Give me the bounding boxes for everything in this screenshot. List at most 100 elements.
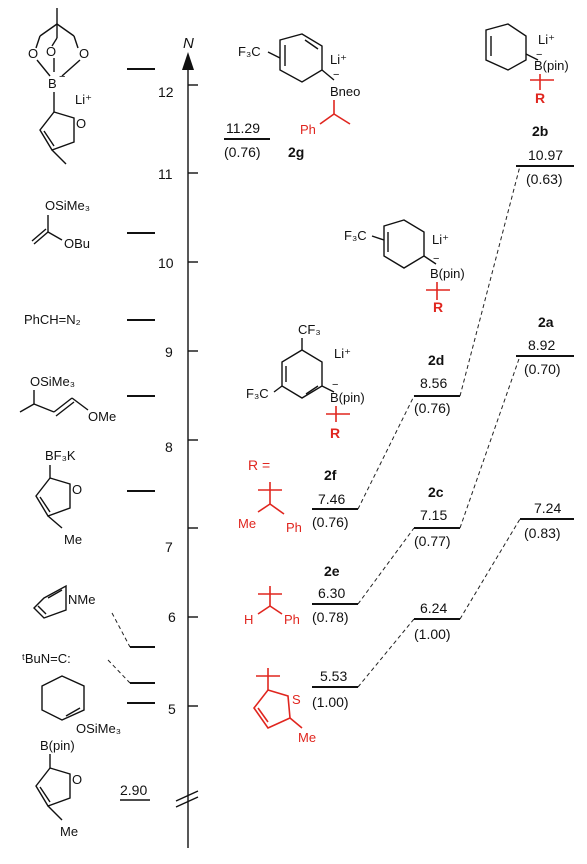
compound-cf3-aryl-borate-structure: F₃C Li⁺ − B(pin) R bbox=[344, 219, 465, 315]
axis-arrowhead bbox=[182, 52, 194, 70]
svg-text:OSiMe₃: OSiMe₃ bbox=[30, 374, 75, 389]
svg-text:−: − bbox=[59, 71, 65, 83]
svg-text:5.53: 5.53 bbox=[320, 668, 347, 684]
svg-text:OSiMe₃: OSiMe₃ bbox=[76, 721, 121, 736]
svg-text:−: − bbox=[536, 49, 542, 61]
svg-text:B(pin): B(pin) bbox=[40, 738, 75, 753]
svg-text:2c: 2c bbox=[428, 484, 444, 500]
svg-text:(0.77): (0.77) bbox=[414, 533, 451, 549]
svg-text:2a: 2a bbox=[538, 314, 554, 330]
svg-text:OSiMe₃: OSiMe₃ bbox=[45, 198, 90, 213]
svg-text:CF₃: CF₃ bbox=[298, 322, 321, 337]
reference-nucleophiles: O O O B − Li⁺ O OSiMe₃ OBu PhCH=N₂ bbox=[19, 8, 155, 839]
svg-text:Me: Me bbox=[298, 730, 316, 745]
svg-text:(0.63): (0.63) bbox=[526, 171, 563, 187]
svg-text:Me: Me bbox=[60, 824, 78, 839]
svg-text:O: O bbox=[46, 44, 56, 59]
connector-pyrrole bbox=[111, 612, 131, 648]
silyl-ketene-acetal-structure: OSiMe₃ OBu bbox=[31, 198, 90, 251]
svg-text:6.30: 6.30 bbox=[318, 585, 345, 601]
level-2b: 2b 10.97 (0.63) bbox=[516, 123, 574, 187]
tick-label-12: 12 bbox=[158, 84, 174, 100]
furyl-borate-structure: O O O B − Li⁺ O bbox=[28, 8, 92, 165]
svg-text:11.29: 11.29 bbox=[226, 120, 260, 136]
svg-text:F₃C: F₃C bbox=[238, 44, 261, 59]
svg-text:10.97: 10.97 bbox=[528, 147, 563, 163]
svg-text:(1.00): (1.00) bbox=[312, 694, 349, 710]
svg-text:OBu: OBu bbox=[64, 236, 90, 251]
svg-text:O: O bbox=[72, 772, 82, 787]
level-unlabeled-7-24: 7.24 (0.83) bbox=[520, 500, 574, 541]
svg-text:Ph: Ph bbox=[284, 612, 300, 627]
connector-isocyanide bbox=[107, 659, 131, 684]
axis-break bbox=[175, 790, 199, 808]
axis-ticks bbox=[188, 84, 198, 707]
level-unlabeled-6-24: 6.24 (1.00) bbox=[414, 600, 460, 642]
svg-text:(0.76): (0.76) bbox=[312, 514, 349, 530]
cyclohexenyl-silyl-ether-structure: OSiMe₃ bbox=[41, 675, 121, 736]
svg-text:R: R bbox=[535, 90, 545, 106]
svg-text:Li⁺: Li⁺ bbox=[538, 32, 555, 47]
level-2g: 11.29 (0.76) bbox=[224, 120, 270, 160]
svg-text:B: B bbox=[48, 76, 57, 91]
svg-text:Bneo: Bneo bbox=[330, 84, 360, 99]
svg-text:R: R bbox=[433, 299, 443, 315]
svg-text:Li⁺: Li⁺ bbox=[330, 52, 347, 67]
svg-text:BF₃K: BF₃K bbox=[45, 448, 76, 463]
level-2c: 2c 7.15 (0.77) bbox=[414, 484, 460, 549]
svg-text:Me: Me bbox=[238, 516, 256, 531]
svg-text:2d: 2d bbox=[428, 352, 444, 368]
label-2g: 2g bbox=[288, 144, 304, 160]
correlation-lines bbox=[357, 165, 521, 688]
tick-label-6: 6 bbox=[168, 609, 176, 625]
svg-text:B(pin): B(pin) bbox=[534, 58, 569, 73]
svg-text:R: R bbox=[330, 425, 340, 441]
svg-text:2f: 2f bbox=[324, 467, 337, 483]
furyl-pinacol-boronate-structure: B(pin) O Me bbox=[35, 738, 82, 839]
tick-label-7: 7 bbox=[165, 539, 173, 555]
svg-text:(0.70): (0.70) bbox=[524, 361, 561, 377]
furyl-trifluoroborate-structure: BF₃K O Me bbox=[35, 448, 82, 547]
r-group-3: S Me bbox=[253, 668, 316, 745]
svg-text:Me: Me bbox=[64, 532, 82, 547]
svg-text:2e: 2e bbox=[324, 563, 340, 579]
svg-text:−: − bbox=[433, 253, 439, 265]
svg-text:Ph: Ph bbox=[300, 122, 316, 137]
svg-text:(0.76): (0.76) bbox=[224, 144, 261, 160]
r-group-1: Me Ph bbox=[238, 482, 302, 535]
svg-text:(0.76): (0.76) bbox=[414, 400, 451, 416]
svg-text:(0.83): (0.83) bbox=[524, 525, 561, 541]
svg-text:R =: R = bbox=[248, 457, 270, 473]
svg-text:7.24: 7.24 bbox=[534, 500, 561, 516]
axis-label: N bbox=[183, 35, 194, 52]
n-axis: N 12 11 10 9 8 7 6 5 bbox=[158, 35, 199, 848]
svg-text:F₃C: F₃C bbox=[344, 228, 367, 243]
level-2e: 2e 6.30 (0.78) bbox=[312, 563, 358, 625]
level-2d: 2d 8.56 (0.76) bbox=[414, 352, 460, 416]
tick-label-11: 11 bbox=[158, 166, 173, 182]
r-group-2: H Ph bbox=[244, 586, 300, 627]
svg-text:Li⁺: Li⁺ bbox=[334, 346, 351, 361]
level-2a: 2a 8.92 (0.70) bbox=[516, 314, 574, 377]
level-unlabeled-5-53: 5.53 (1.00) bbox=[312, 668, 358, 710]
svg-text:Ph: Ph bbox=[286, 520, 302, 535]
svg-text:(0.78): (0.78) bbox=[312, 609, 349, 625]
n-methylpyrrole-structure: NMe bbox=[33, 584, 95, 619]
svg-text:OMe: OMe bbox=[88, 409, 116, 424]
svg-text:S: S bbox=[292, 692, 301, 707]
pinacol-boronate-value: 2.90 bbox=[120, 782, 147, 798]
svg-text:O: O bbox=[28, 46, 38, 61]
svg-text:B(pin): B(pin) bbox=[330, 390, 365, 405]
level-2f: 2f 7.46 (0.76) bbox=[312, 467, 358, 530]
svg-text:7.46: 7.46 bbox=[318, 491, 345, 507]
svg-text:2b: 2b bbox=[532, 123, 548, 139]
svg-text:O: O bbox=[79, 46, 89, 61]
svg-text:B(pin): B(pin) bbox=[430, 266, 465, 281]
svg-text:O: O bbox=[76, 116, 86, 131]
tick-label-10: 10 bbox=[158, 255, 174, 271]
svg-text:H: H bbox=[244, 612, 253, 627]
tick-label-9: 9 bbox=[165, 344, 173, 360]
svg-text:8.56: 8.56 bbox=[420, 375, 447, 391]
